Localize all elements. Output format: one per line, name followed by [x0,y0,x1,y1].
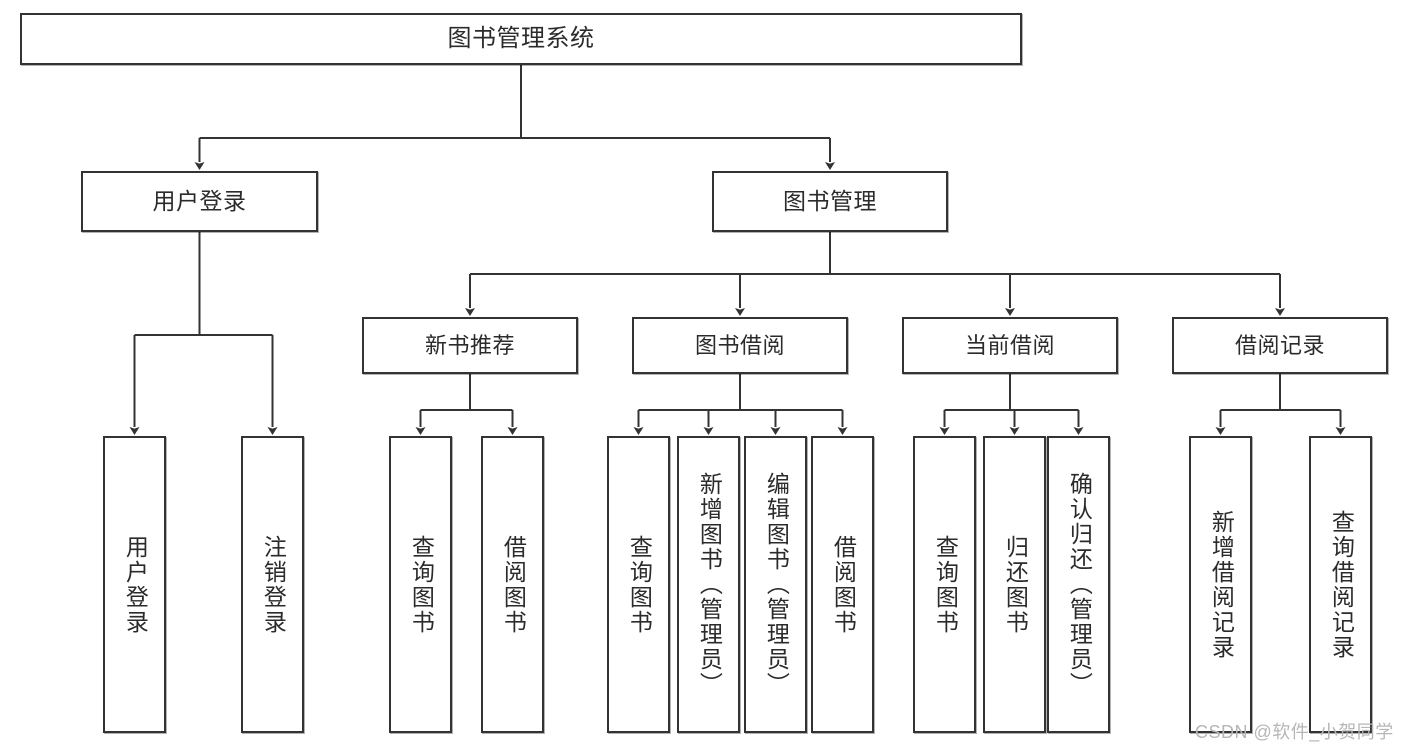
node-label: 查询图书 [408,534,435,635]
node-leaf-add-record[interactable]: 新增借阅记录 [1189,436,1252,733]
node-label: 借阅图书 [830,534,857,635]
node-root[interactable]: 图书管理系统 [20,13,1022,65]
node-label: 查询图书 [932,534,959,635]
node-leaf-logout[interactable]: 注销登录 [241,436,304,733]
node-label: 用户登录 [152,187,247,214]
node-leaf-user-login[interactable]: 用户登录 [103,436,166,733]
node-label: 查询借阅记录 [1328,509,1355,660]
node-label: 归还图书 [1002,534,1029,635]
node-current[interactable]: 当前借阅 [902,317,1118,374]
node-leaf-add-book[interactable]: 新增图书（管理员） [677,436,740,733]
node-label: 借阅图书 [500,534,527,635]
node-leaf-query-book-1[interactable]: 查询图书 [389,436,452,733]
node-label: 借阅记录 [1234,332,1325,358]
node-leaf-query-book-2[interactable]: 查询图书 [607,436,670,733]
watermark-text: CSDN @软件_小贺同学 [1195,722,1394,742]
node-label: 用户登录 [122,534,149,635]
node-leaf-return-book[interactable]: 归还图书 [983,436,1046,733]
node-label: 新书推荐 [424,332,515,358]
node-leaf-confirm-return[interactable]: 确认归还（管理员） [1047,436,1110,733]
node-label: 查询图书 [626,534,653,635]
node-borrow[interactable]: 图书借阅 [632,317,848,374]
node-label: 图书借阅 [694,332,785,358]
node-leaf-edit-book[interactable]: 编辑图书（管理员） [744,436,807,733]
node-login[interactable]: 用户登录 [81,171,318,232]
node-label: 新增图书（管理员） [696,472,723,697]
node-leaf-query-record[interactable]: 查询借阅记录 [1309,436,1372,733]
node-leaf-borrow-book-2[interactable]: 借阅图书 [811,436,874,733]
node-label: 注销登录 [260,534,287,635]
node-label: 编辑图书（管理员） [763,472,790,697]
node-records[interactable]: 借阅记录 [1172,317,1388,374]
node-label: 图书管理 [783,187,877,214]
node-bookmgmt[interactable]: 图书管理 [712,171,948,232]
node-leaf-borrow-book-1[interactable]: 借阅图书 [481,436,544,733]
node-label: 确认归还（管理员） [1066,472,1093,697]
node-leaf-query-book-3[interactable]: 查询图书 [913,436,976,733]
node-label: 图书管理系统 [447,24,595,52]
node-newbook[interactable]: 新书推荐 [362,317,578,374]
node-label: 当前借阅 [964,332,1055,358]
node-label: 新增借阅记录 [1208,509,1235,660]
